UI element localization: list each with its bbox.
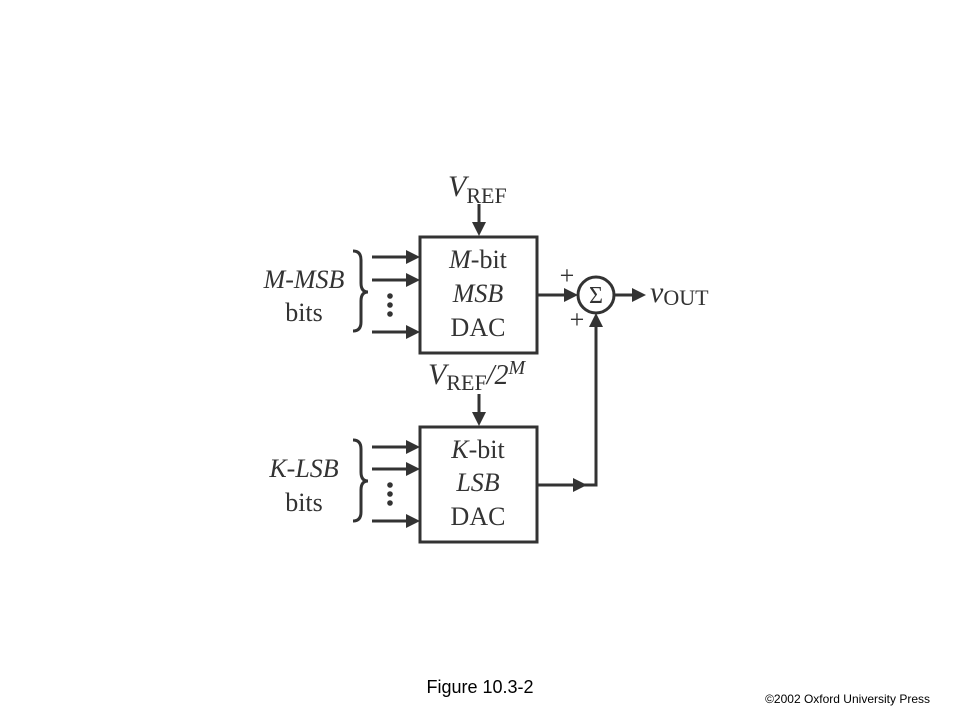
lsb-brace: [352, 438, 369, 523]
vref-half-label: VREF/2M: [428, 357, 526, 395]
msb-ellipsis-dot-1: [387, 293, 393, 299]
msb-ellipsis-dot-3: [387, 311, 393, 317]
lsb-bits-label-line2: bits: [285, 488, 323, 517]
lsb-dac-line2: LSB: [455, 468, 499, 497]
summer-sigma: Σ: [589, 283, 603, 309]
vref-half-arrowhead: [472, 412, 486, 426]
lsb-dac-line3: DAC: [451, 502, 506, 531]
lsb-dac-block: [418, 425, 539, 544]
lsb-input-arrowhead-3: [406, 514, 420, 528]
vref-arrowhead: [472, 222, 486, 236]
msb-dac-line3: DAC: [451, 313, 506, 342]
msb-brace: [352, 249, 369, 333]
vout-label: vOUT: [650, 276, 709, 310]
lsb-dac-line1: K-bit: [450, 435, 505, 464]
summer-plus-bottom: +: [570, 305, 585, 334]
lsb-to-summer-line: [537, 325, 598, 487]
output-arrowhead: [632, 288, 646, 302]
lsb-input-arrowhead-2: [406, 462, 420, 476]
lsb-to-summer-arrowhead-right: [573, 478, 587, 492]
msb-input-arrowhead-2: [406, 273, 420, 287]
copyright-notice: ©2002 Oxford University Press: [765, 692, 930, 706]
msb-bits-label-line2: bits: [285, 298, 323, 327]
msb-dac-line2: MSB: [452, 279, 504, 308]
lsb-ellipsis-dot-3: [387, 500, 393, 506]
vref-top-label: VREF: [448, 170, 507, 208]
figure-caption: Figure 10.3-2: [426, 677, 534, 697]
msb-bits-label-line1: M-MSB: [263, 265, 345, 294]
lsb-to-summer-arrowhead-up: [589, 313, 603, 327]
lsb-ellipsis-dot-1: [387, 482, 393, 488]
msb-input-arrowhead-1: [406, 250, 420, 264]
lsb-bits-label-line1: K-LSB: [268, 454, 338, 483]
msb-input-arrowhead-3: [406, 325, 420, 339]
lsb-ellipsis-dot-2: [387, 491, 393, 497]
msb-ellipsis-dot-2: [387, 302, 393, 308]
summer-plus-top: +: [560, 261, 575, 290]
msb-to-summer-arrowhead: [564, 288, 578, 302]
msb-dac-line1: M-bit: [448, 245, 508, 274]
lsb-input-arrowhead-1: [406, 440, 420, 454]
